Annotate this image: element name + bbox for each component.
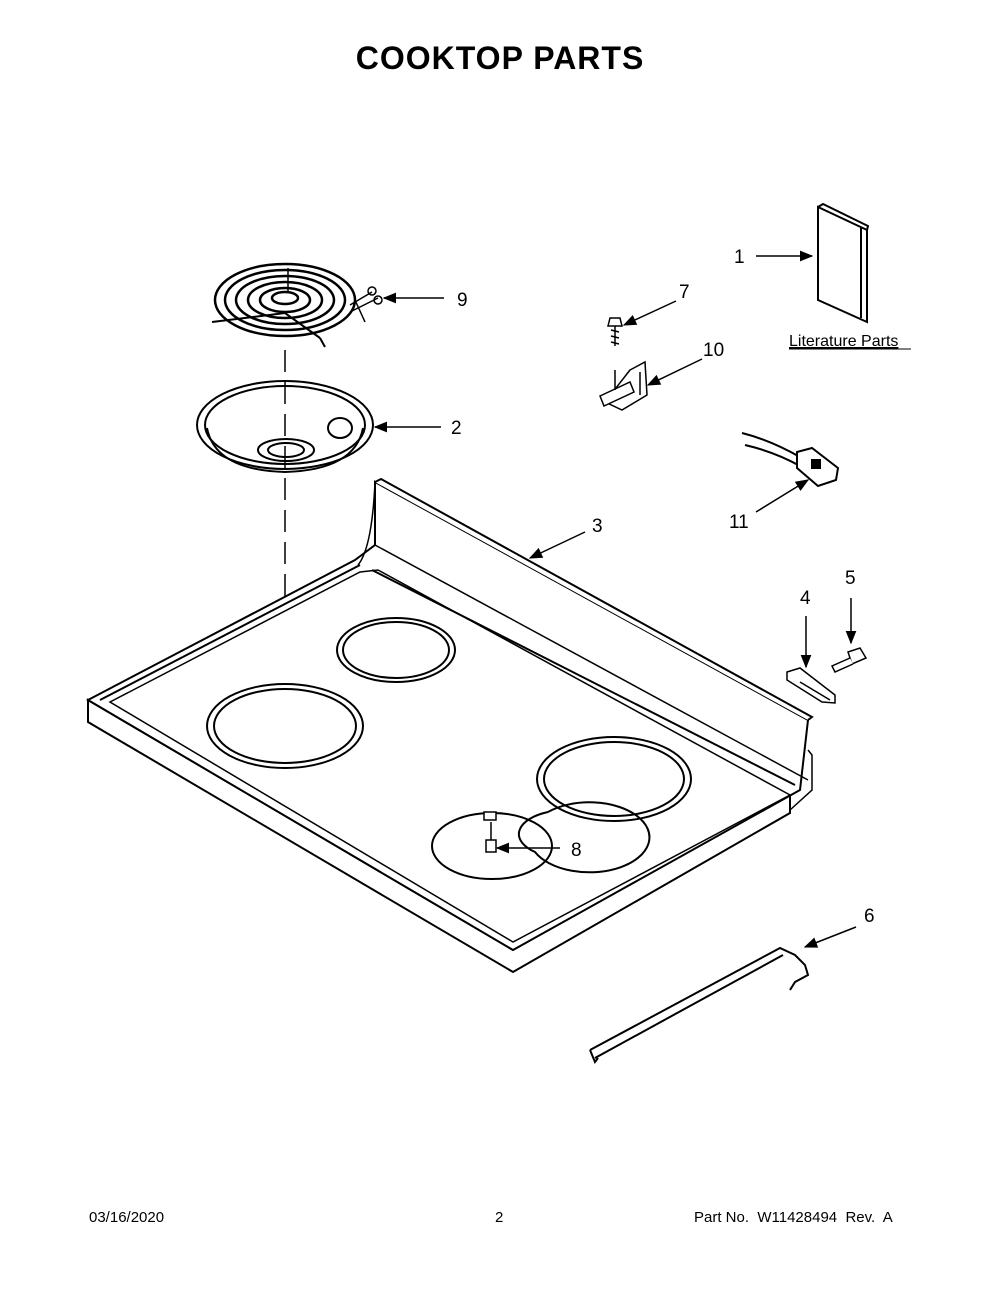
callout-6: 6: [864, 906, 875, 927]
callout-leaders: [373, 250, 857, 948]
callout-11: 11: [729, 512, 749, 533]
callout-10: 10: [703, 340, 724, 361]
callout-4: 4: [800, 588, 811, 609]
leader-6: [803, 926, 857, 948]
callout-8: 8: [571, 840, 582, 861]
part-3-cooktop[interactable]: [85, 477, 814, 974]
part-2-drip-bowl[interactable]: [196, 380, 374, 474]
callout-5: 5: [845, 568, 856, 589]
part-7-screw[interactable]: [607, 317, 623, 346]
leader-3: [528, 531, 586, 559]
footer-date: 03/16/2020: [89, 1209, 165, 1226]
part-6-support-rod[interactable]: [589, 946, 810, 1064]
literature-parts-label: Literature Parts: [789, 333, 898, 350]
page-title: COOKTOP PARTS: [355, 40, 645, 76]
part-11-wire-harness[interactable]: [741, 432, 840, 488]
leader-10: [646, 358, 703, 386]
part-8-screw[interactable]: [483, 811, 497, 853]
part-5-screw[interactable]: [830, 647, 868, 673]
part-1-literature[interactable]: [817, 202, 870, 324]
callout-1: 1: [734, 247, 745, 268]
leader-7: [622, 300, 677, 326]
callout-2: 2: [451, 418, 462, 439]
callout-3: 3: [592, 516, 603, 537]
part-9-surface-element[interactable]: [211, 262, 383, 348]
part-4-bracket[interactable]: [786, 667, 836, 704]
footer-page-number: 2: [495, 1209, 504, 1226]
leader-11: [755, 479, 810, 513]
callout-7: 7: [679, 282, 690, 303]
footer-part-number: Part No. W11428494 Rev. A: [694, 1209, 893, 1226]
part-10-terminal-block[interactable]: [599, 360, 648, 411]
callout-9: 9: [457, 290, 468, 311]
